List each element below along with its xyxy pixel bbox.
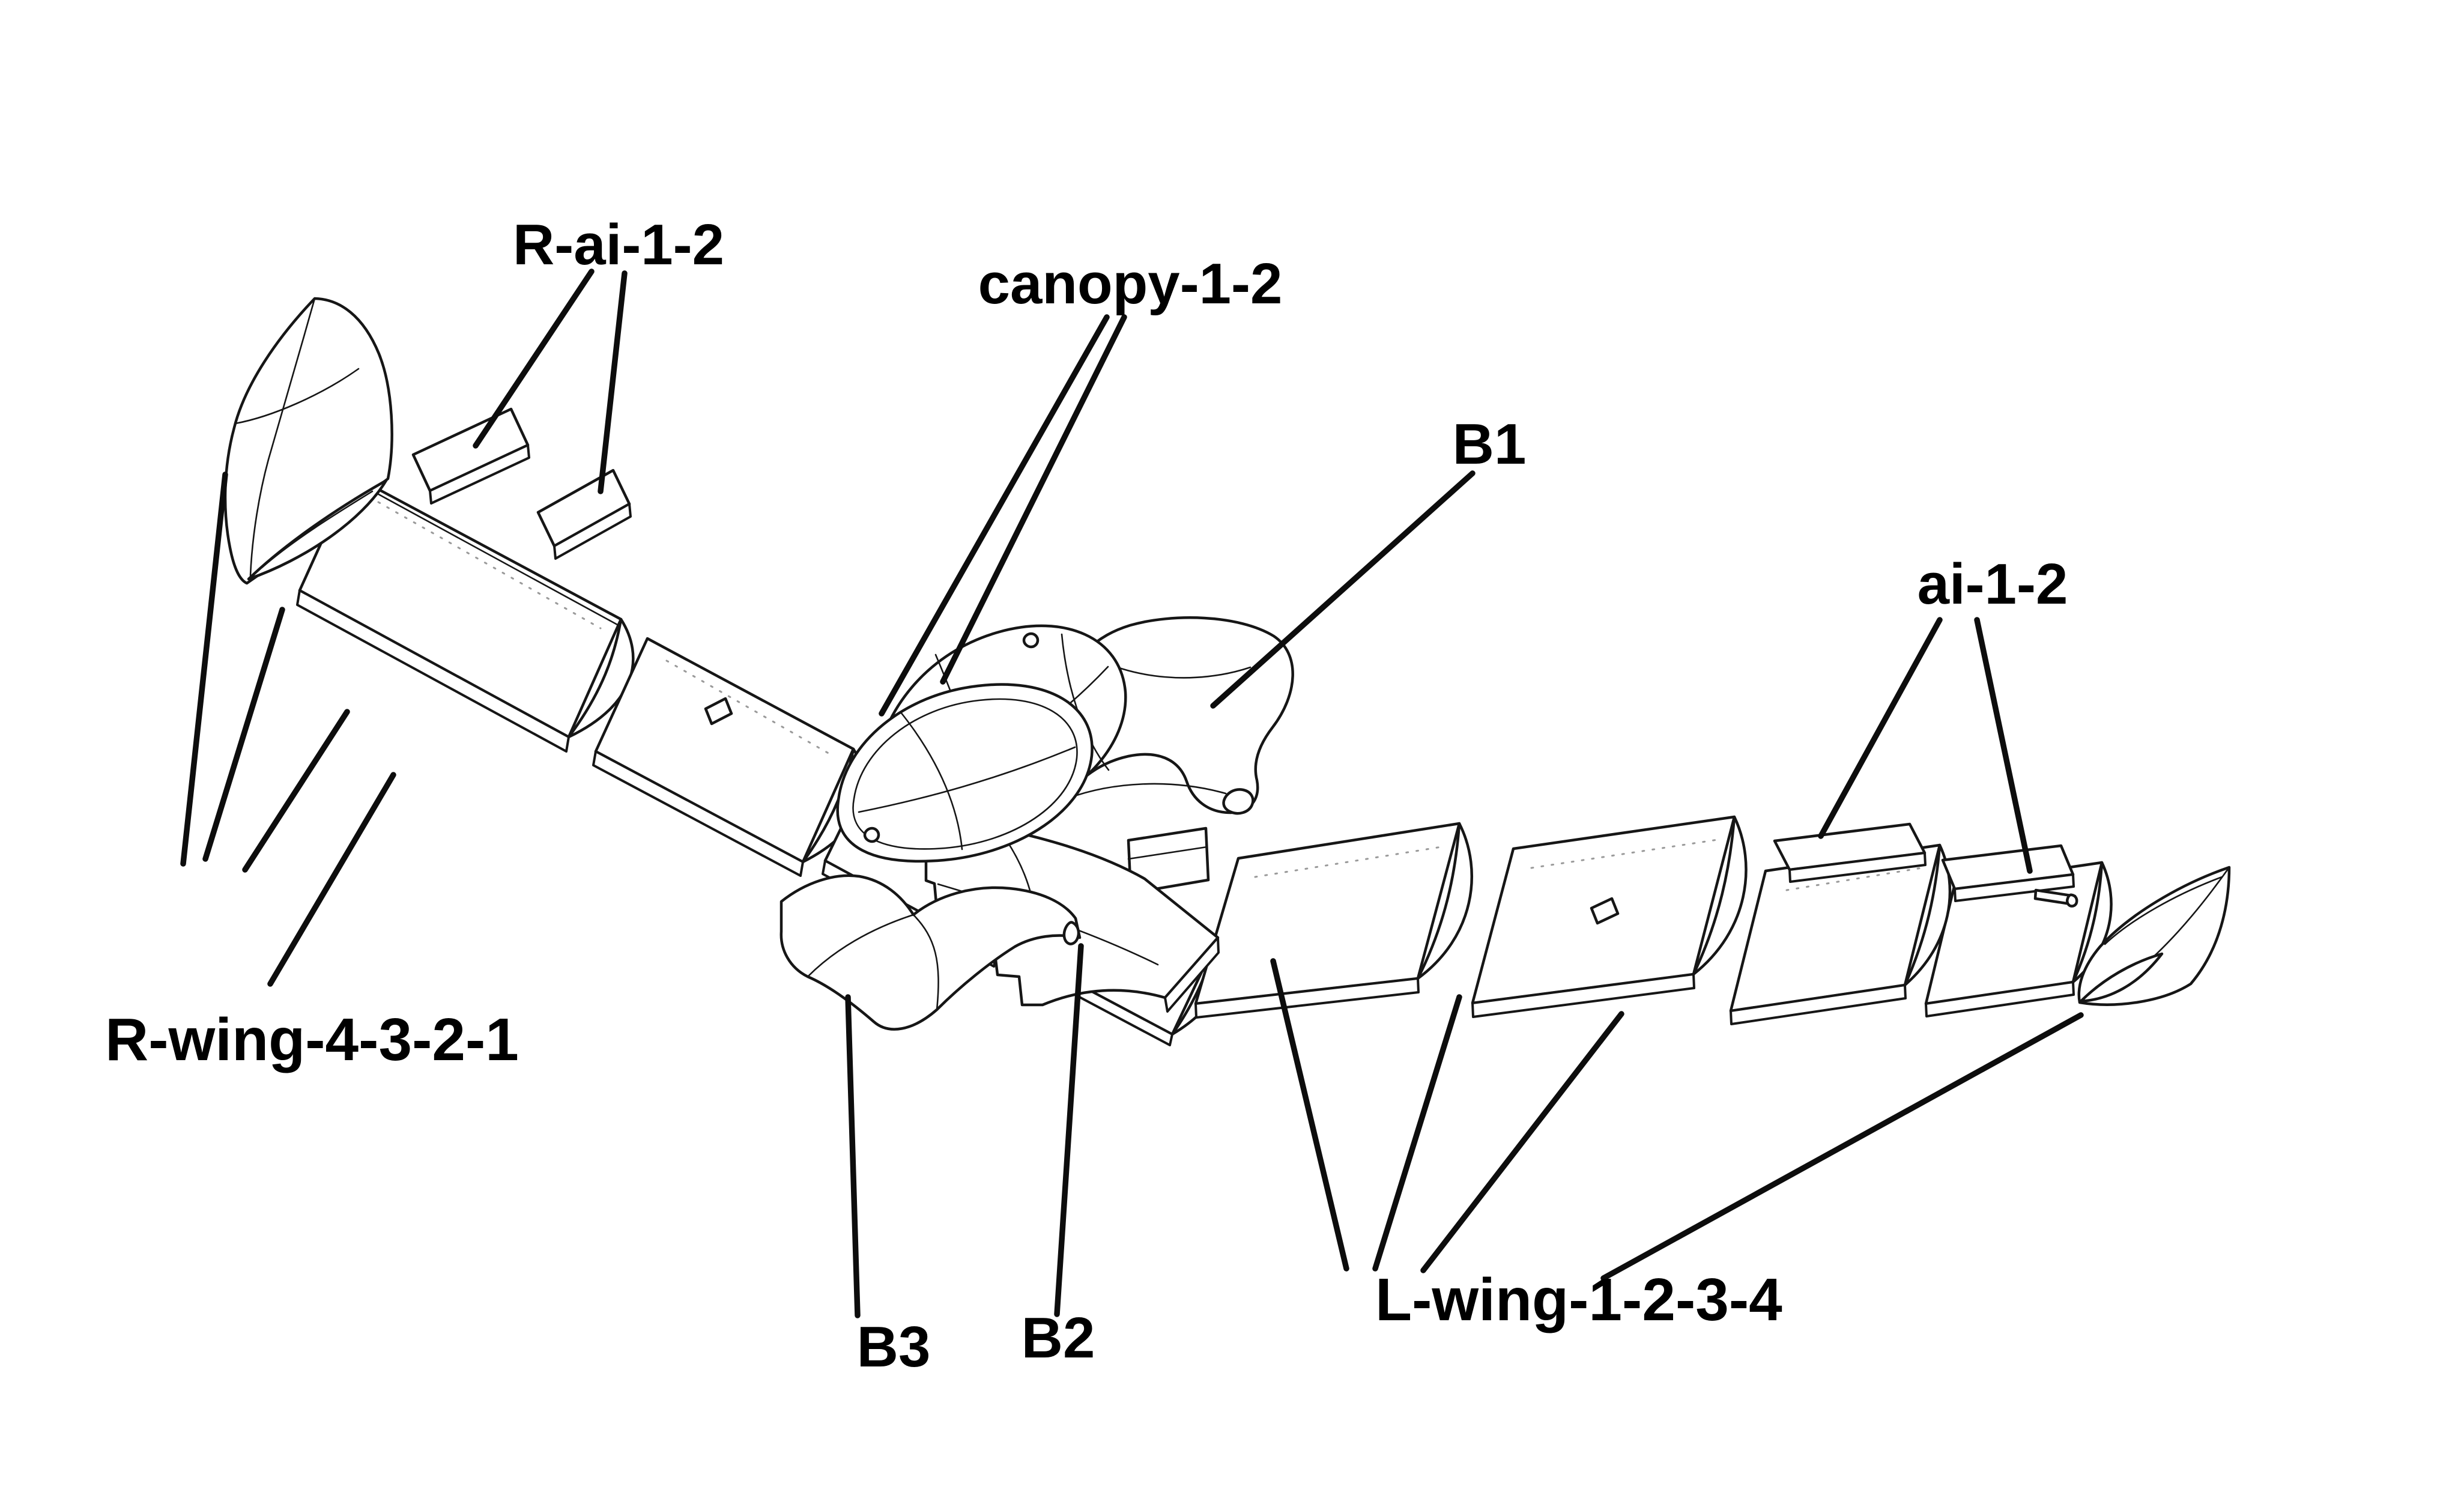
leader-l-wing-4 [1600, 1012, 2084, 1281]
l-wing-3-side [1730, 984, 1907, 1025]
leader-b2-1 [1054, 943, 1084, 1317]
leader-layer [180, 268, 2084, 1318]
leader-canopy-2 [940, 314, 1127, 685]
l-wing-2-body [1692, 815, 1748, 976]
leader-r-wing-4 [267, 772, 396, 987]
l-wing-4-side [1925, 981, 2075, 1017]
r-wing-3-body [704, 697, 733, 726]
l-wing-1-side [1194, 977, 1420, 1019]
part-left-wingtip [2077, 866, 2231, 1006]
label-canopy: canopy-1-2 [978, 252, 1283, 316]
r-ai-2-side [553, 503, 632, 560]
leader-r-ai-2 [598, 270, 628, 494]
l-wing-3-body [1903, 843, 1952, 987]
r-wing-3-side [592, 750, 804, 877]
part-r-wing-4 [296, 473, 635, 753]
parts-layer [223, 297, 2231, 1046]
b1-detail [1064, 783, 1227, 801]
ai-1-side [1788, 852, 1927, 883]
canopy-2-body [1022, 632, 1040, 649]
part-right-wingtip [223, 297, 393, 585]
l-wing-4-body [2071, 861, 2113, 984]
l-wing-2-dotted [1530, 838, 1719, 869]
leader-ai-2 [1974, 617, 2033, 874]
l-wing-root-plate-detail [1127, 846, 1208, 860]
b3-body [1062, 921, 1080, 945]
right-wingtip-detail [234, 368, 360, 425]
part-ai-1 [1773, 822, 1927, 883]
part-l-wing-3 [1729, 843, 1952, 1025]
canopy-1-body [863, 826, 880, 843]
part-r-wing-3 [592, 637, 866, 877]
label-r-wing: R-wing-4-3-2-1 [105, 1006, 519, 1073]
r-wing-4-dotted [377, 501, 602, 629]
canopy-1-detail [852, 698, 1078, 850]
leader-ai-1 [1818, 617, 1943, 839]
l-wing-2-side [1471, 973, 1695, 1018]
part-r-ai-1 [411, 407, 530, 505]
l-wing-2-body [1590, 897, 1620, 925]
part-l-wing-2 [1471, 815, 1748, 1018]
part-r-ai-2 [536, 469, 632, 560]
leader-b3-1 [845, 994, 861, 1318]
ai-2-side [1954, 873, 2075, 902]
l-wing-1-dotted [1254, 846, 1442, 878]
leader-l-wing-2 [1372, 994, 1462, 1272]
label-b2: B2 [1022, 1306, 1095, 1370]
part-l-wing-1 [1194, 822, 1474, 1019]
leader-b1-1 [1210, 470, 1476, 709]
part-canopy-1 [836, 683, 1094, 863]
left-wingtip-body [2077, 866, 2231, 1006]
b1-body [1222, 788, 1255, 815]
r-wing-4-side [296, 589, 570, 753]
label-l-wing: L-wing-1-2-3-4 [1375, 1266, 1782, 1333]
leader-r-wing-1 [180, 472, 228, 867]
r-ai-1-side [429, 444, 530, 505]
l-wing-1-body [1416, 822, 1474, 980]
b3-detail [807, 914, 915, 978]
l-wing-3-dotted [1785, 867, 1923, 891]
canopy-1-detail [900, 711, 963, 851]
hinge-rod-body [2065, 893, 2078, 908]
r-wing-4-detail [354, 481, 619, 626]
part-hinge-rod [2033, 888, 2078, 908]
leader-r-wing-2 [202, 607, 285, 862]
part-ai-2 [1941, 844, 2075, 902]
label-r-ai: R-ai-1-2 [513, 213, 724, 277]
leader-canopy-1 [879, 314, 1110, 717]
leader-r-wing-3 [242, 709, 350, 873]
label-b3: B3 [857, 1315, 931, 1379]
left-wingtip-body [2079, 952, 2164, 1003]
leader-r-ai-1 [473, 268, 595, 449]
leader-l-wing-1 [1270, 958, 1349, 1272]
b2-side [1164, 936, 1220, 1013]
leader-l-wing-3 [1420, 1011, 1624, 1273]
label-layer: R-ai-1-2 canopy-1-2B1 ai-1-2R-wing-4-3-2-1… [105, 213, 2068, 1379]
left-wingtip-detail [2104, 876, 2223, 945]
b3-detail [912, 914, 939, 1011]
right-wingtip-detail [261, 490, 374, 569]
right-wingtip-body [247, 479, 388, 581]
r-wing-4-body [567, 617, 635, 739]
right-wingtip-detail [249, 297, 316, 577]
canopy-1-detail [858, 746, 1076, 813]
label-b1: B1 [1453, 412, 1527, 476]
r-wing-3-dotted [665, 660, 836, 758]
label-ai: ai-1-2 [1918, 552, 2068, 616]
canopy-2-detail [1061, 633, 1110, 771]
